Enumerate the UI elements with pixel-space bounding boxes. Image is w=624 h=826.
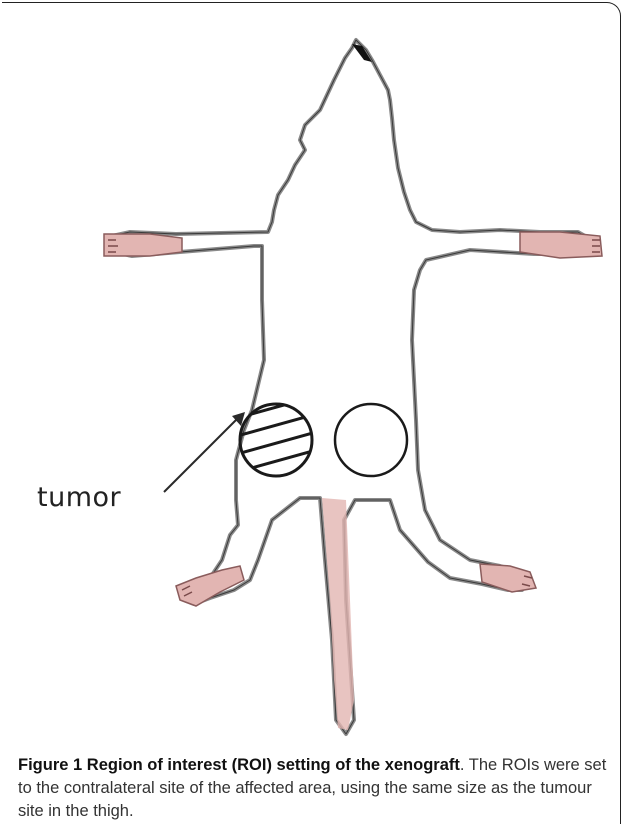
claw-marks: [108, 240, 600, 596]
tumor-arrow: [164, 412, 245, 492]
figure-title: Region of interest (ROI) setting of the …: [87, 756, 460, 774]
mouse-diagram: [0, 0, 624, 740]
figure-caption: Figure 1 Region of interest (ROI) settin…: [18, 754, 614, 823]
tail: [322, 498, 354, 730]
contralateral-roi: [335, 404, 407, 476]
figure-number: Figure 1: [18, 756, 82, 774]
tumor-roi: [230, 395, 320, 492]
right-hind-paw: [480, 564, 536, 592]
title-period: .: [460, 756, 465, 774]
right-front-paw: [520, 232, 602, 258]
xenograft-illustration: tumor: [0, 0, 624, 740]
tumor-label: tumor: [37, 482, 121, 513]
